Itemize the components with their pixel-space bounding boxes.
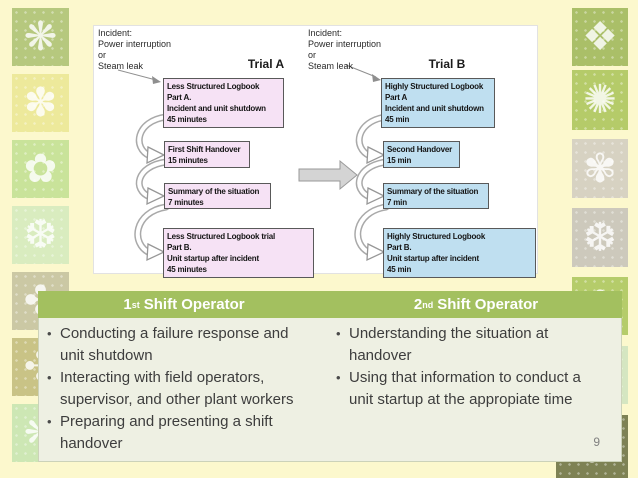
trial-a-step-4: Less Structured Logbook trial Part B. Un…: [163, 228, 314, 278]
quilt-tile-icon: ✽: [12, 74, 69, 132]
quilt-tile-icon: ❆: [572, 208, 628, 267]
bullet-dot-icon: •: [47, 326, 52, 341]
bullet-dot-icon: •: [47, 414, 52, 429]
curved-arrow-icon: [135, 113, 170, 165]
header-number: 2: [413, 296, 423, 313]
flowchart-panel: Incident: Power interruption or Steam le…: [93, 25, 538, 278]
trial-a-step-2: First Shift Handover 15 minutes: [164, 141, 250, 168]
bullet-item: • Interacting with field operators, supe…: [47, 367, 326, 411]
quilt-tile-icon: ✿: [12, 140, 69, 198]
header-number: 1: [123, 296, 132, 313]
incident-arrow-icon: [345, 64, 381, 82]
incident-label-trial-a: Incident: Power interruption or Steam le…: [98, 28, 172, 71]
curved-arrow-icon: [355, 158, 390, 206]
bullet-item: • Conducting a failure response and unit…: [47, 323, 326, 367]
curved-arrow-icon: [355, 113, 390, 165]
bullet-text: Using that information to conduct a unit…: [349, 369, 581, 408]
trial-b-step-3: Summary of the situation 7 min: [383, 183, 489, 209]
trial-a-step-3: Summary of the situation 7 minutes: [164, 183, 271, 209]
trial-a-title: Trial A: [247, 57, 285, 71]
bullet-dot-icon: •: [47, 370, 52, 385]
bullet-dot-icon: •: [336, 370, 341, 385]
bullet-text: Understanding the situation at handover: [349, 325, 549, 364]
quilt-tile-icon: ✺: [572, 70, 628, 130]
curved-arrow-icon: [135, 158, 170, 206]
quilt-tile-icon: ❋: [12, 8, 69, 66]
table-cell-2nd-shift: • Understanding the situation at handove…: [332, 318, 621, 461]
bullet-text: Conducting a failure response and unit s…: [60, 325, 289, 364]
quilt-tile-icon: ❖: [572, 8, 628, 66]
trial-b-step-4: Highly Structured Logbook Part B. Unit s…: [383, 228, 536, 278]
incident-label-trial-b: Incident: Power interruption or Steam le…: [308, 28, 382, 71]
incident-arrow-icon: [117, 69, 161, 84]
bullet-dot-icon: •: [336, 326, 341, 341]
bullet-item: • Preparing and presenting a shift hando…: [47, 411, 326, 455]
trial-b-title: Trial B: [428, 57, 466, 71]
bullet-text: Preparing and presenting a shift handove…: [60, 413, 273, 452]
header-label: Shift Operator: [143, 296, 245, 313]
bullet-item: • Using that information to conduct a un…: [336, 367, 615, 411]
curved-arrow-icon: [134, 203, 170, 262]
header-label: Shift Operator: [437, 296, 539, 313]
quilt-tile-icon: ❆: [12, 206, 69, 264]
quilt-tile-icon: ✾: [572, 139, 628, 198]
table-body-row: • Conducting a failure response and unit…: [38, 318, 622, 462]
right-block-arrow-icon: [298, 159, 358, 191]
bullet-text: Interacting with field operators, superv…: [60, 369, 294, 408]
flowchart-arrows: [117, 64, 390, 262]
table-cell-1st-shift: • Conducting a failure response and unit…: [39, 318, 332, 461]
trial-b-step-1: Highly Structured Logbook Part A Inciden…: [381, 78, 495, 128]
curved-arrow-icon: [354, 203, 390, 262]
trial-a-step-1: Less Structured Logbook Part A. Incident…: [163, 78, 284, 128]
trial-b-step-2: Second Handover 15 min: [383, 141, 460, 168]
bullet-item: • Understanding the situation at handove…: [336, 323, 615, 367]
page-number: 9: [593, 435, 600, 449]
